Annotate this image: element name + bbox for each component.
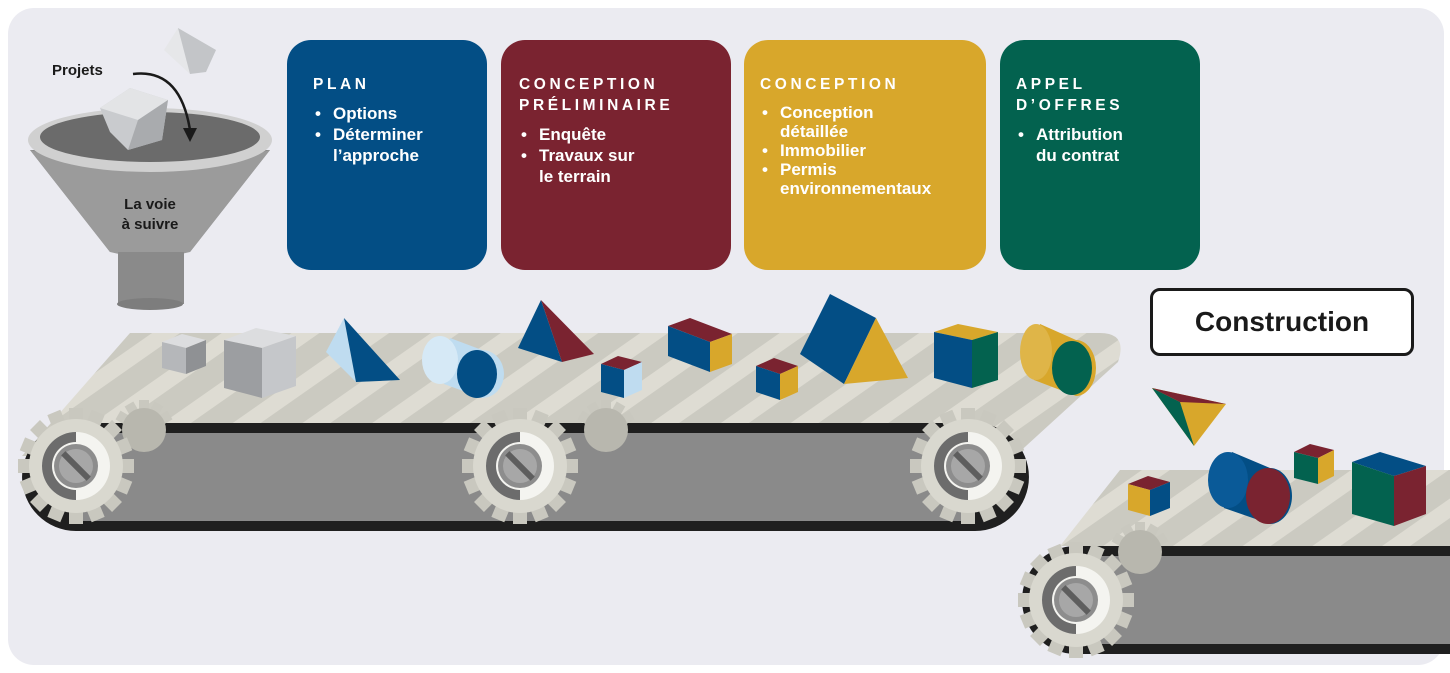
stage-items: Attribution du contrat [1016,124,1184,166]
projects-label: Projets [52,62,103,79]
stage-title: PLAN [313,76,370,93]
stage-item: Options [313,103,471,124]
stage-item: Déterminer l’approche [313,124,471,166]
stage-card-preliminary-design: CONCEPTION PRÉLIMINAIRE Enquête Travaux … [501,40,731,270]
shapes-on-construction-belt [1128,388,1426,526]
stage-item: Travaux sur le terrain [519,145,715,187]
main-conveyor-belt [18,333,1121,531]
stage-items: Options Déterminer l’approche [313,103,471,166]
stage-title: APPEL D’OFFRES [1016,76,1124,114]
stage-title: CONCEPTION [760,76,900,93]
stage-card-design: CONCEPTION Conception détaillée Immobili… [744,40,986,270]
stage-title: CONCEPTION PRÉLIMINAIRE [519,76,674,114]
stage-card-plan: PLAN Options Déterminer l’approche [287,40,487,270]
construction-label: Construction [1150,288,1414,356]
stage-card-tender: APPEL D’OFFRES Attribution du contrat [1000,40,1200,270]
stage-item: Enquête [519,124,715,145]
stage-item: Conception détaillée [760,103,980,141]
stage-item: Attribution du contrat [1016,124,1184,166]
stage-items: Conception détaillée Immobilier Permis e… [760,103,980,198]
shapes-on-belt [162,294,1096,400]
stage-item: Permis environnementaux [760,160,980,198]
funnel-icon [28,28,272,310]
stage-items: Enquête Travaux sur le terrain [519,124,715,187]
stage-item: Immobilier [760,141,980,160]
path-label: La voie à suivre [121,196,179,233]
